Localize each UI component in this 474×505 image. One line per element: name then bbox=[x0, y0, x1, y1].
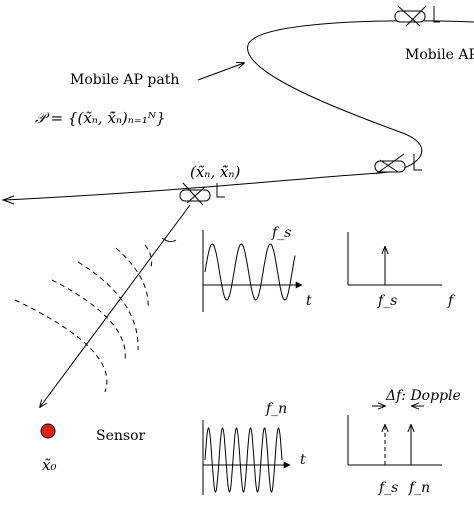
doppler-label: Δf: Dopple bbox=[385, 388, 461, 404]
sensor-label: Sensor bbox=[96, 428, 146, 444]
mobile-ap-drone-icon-top bbox=[394, 5, 440, 27]
fn-waveform-plot: f_n t bbox=[202, 401, 306, 495]
sensor-position-label: x̃₀ bbox=[42, 456, 56, 474]
mobile-ap-path-label: Mobile AP path bbox=[70, 72, 179, 88]
state-label: (x̃ₙ, ẋ̃ₙ) bbox=[190, 163, 240, 181]
fs-time-axis-label: t bbox=[306, 293, 312, 309]
fn-spectrum-tick-fn: f_n bbox=[408, 480, 430, 496]
fs-spectrum-plot: f_s f bbox=[347, 232, 456, 309]
mobile-ap-drone-icon-mid bbox=[374, 153, 422, 175]
fn-time-axis-label: t bbox=[300, 452, 306, 468]
mobile-ap-drone-icon-current bbox=[179, 182, 225, 206]
fs-wave-label: f_s bbox=[271, 225, 291, 241]
signal-wavefronts bbox=[14, 244, 153, 393]
path-set-formula: 𝒫 = {(x̃ₙ, ẋ̃ₙ)ₙ₌₁ᴺ} bbox=[35, 109, 166, 127]
fn-spectrum-plot: Δf: Dopple f_s f_n bbox=[347, 388, 461, 496]
fs-frequency-axis-label: f bbox=[447, 293, 456, 309]
mobile-ap-top-label: Mobile AP bbox=[405, 47, 474, 63]
path-pointer-arrow bbox=[197, 63, 244, 81]
line-of-sight-arrow bbox=[40, 204, 191, 407]
angle-arc bbox=[161, 237, 177, 243]
fn-wave-label: f_n bbox=[265, 401, 287, 417]
fn-spectrum-tick-fs: f_s bbox=[378, 480, 398, 496]
sensor-dot bbox=[40, 423, 56, 439]
mobile-ap-trajectory bbox=[4, 20, 474, 201]
fs-spectrum-tick-label: f_s bbox=[377, 293, 397, 309]
trajectory-arrowhead bbox=[1, 195, 15, 205]
fs-waveform-plot: f_s t bbox=[202, 225, 312, 312]
